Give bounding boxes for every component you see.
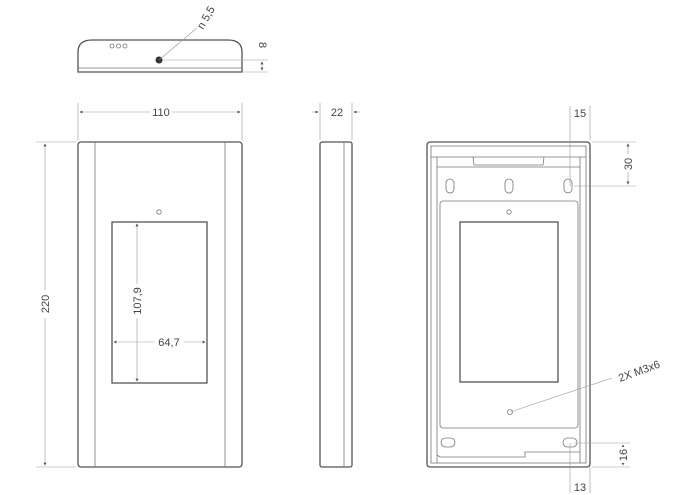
screw-label: 2X M3x6 <box>617 359 662 385</box>
front-view: 110 220 107,9 64,7 <box>36 103 243 468</box>
screw-icon <box>507 409 513 415</box>
cutout-width-dim: 64,7 <box>158 337 179 349</box>
slot-offset-x-dim: 15 <box>574 108 586 120</box>
top-height-dim: 8 <box>256 42 268 48</box>
top-view: n 5,5 8 <box>77 4 268 73</box>
back-view: 2X M3x6 15 30 16 13 <box>426 106 662 494</box>
led-icon <box>116 43 121 49</box>
led-icon <box>122 43 128 49</box>
front-height-dim: 220 <box>40 295 52 313</box>
led-icon <box>109 43 115 49</box>
slot-offset-y-dim: 30 <box>623 158 635 170</box>
hole-label: n 5,5 <box>195 4 218 31</box>
front-width-dim: 110 <box>152 107 170 119</box>
bottom-slot-x-dim: 13 <box>574 482 586 494</box>
side-view: 22 <box>312 103 360 468</box>
cutout-height-dim: 107,9 <box>132 287 144 315</box>
bottom-slot-y-dim: 16 <box>618 449 630 461</box>
side-depth-dim: 22 <box>331 107 343 119</box>
